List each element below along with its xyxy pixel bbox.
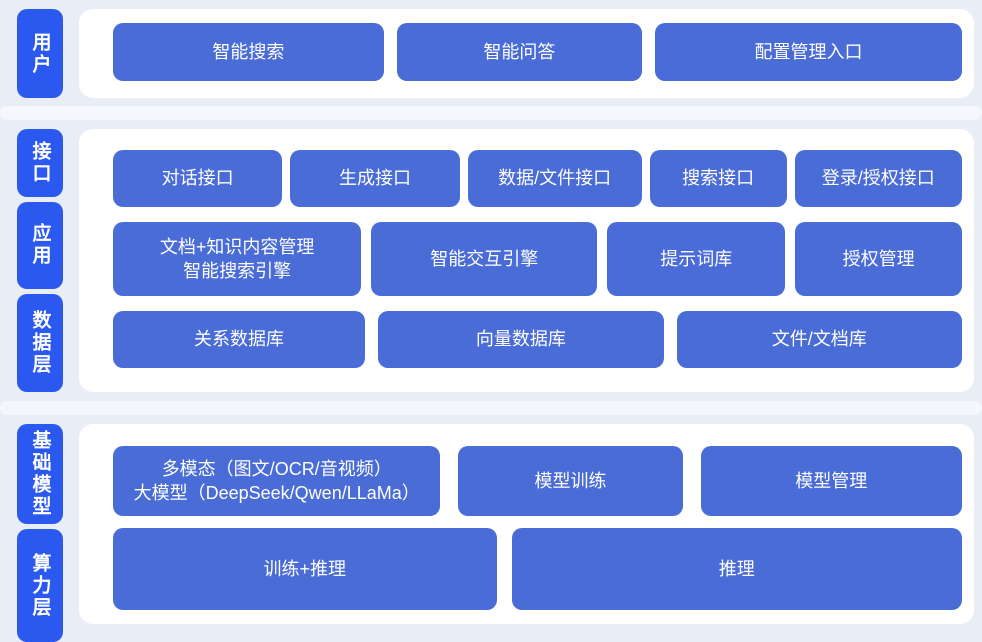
layer-label-compute: 算力层 <box>17 529 63 642</box>
box-data-file-api: 数据/文件接口 <box>467 150 642 207</box>
box-file-doc-store-label: 文件/文档库 <box>771 329 867 350</box>
box-auth-management: 授权管理 <box>795 222 962 296</box>
layer-label-interface: 接口 <box>17 129 63 197</box>
box-interaction-engine-label: 智能交互引擎 <box>430 248 539 269</box>
layer-label-foundation-model-text: 基础模型 <box>29 430 51 519</box>
box-vector-db-label: 向量数据库 <box>475 329 566 350</box>
layer-label-user: 用户 <box>17 9 63 98</box>
layer-band-bottom: 基础模型 算力层 多模态（图文/OCR/音视频） 大模型（DeepSeek/Qw… <box>0 424 982 642</box>
box-vector-db: 向量数据库 <box>378 311 664 368</box>
layer-labels-middle: 接口 应用 数据层 <box>17 129 63 392</box>
row-foundation-model: 多模态（图文/OCR/音视频） 大模型（DeepSeek/Qwen/LLaMa）… <box>113 446 962 516</box>
box-smart-qa-label: 智能问答 <box>483 41 556 62</box>
row-compute: 训练+推理 推理 <box>113 528 962 610</box>
box-config-management-entry-label: 配置管理入口 <box>754 41 863 62</box>
box-auth-management-label: 授权管理 <box>842 248 915 269</box>
row-application: 文档+知识内容管理 智能搜索引擎 智能交互引擎 提示词库 授权管理 <box>113 222 962 296</box>
box-model-management-label: 模型管理 <box>795 470 868 491</box>
box-model-training: 模型训练 <box>458 446 683 516</box>
box-search-api-label: 搜索接口 <box>682 168 755 189</box>
box-training-inference-label: 训练+推理 <box>263 558 347 579</box>
box-login-auth-api: 登录/授权接口 <box>794 150 963 207</box>
box-data-file-api-label: 数据/文件接口 <box>498 168 612 189</box>
box-smart-search-label: 智能搜索 <box>212 41 285 62</box>
box-login-auth-api-label: 登录/授权接口 <box>821 168 935 189</box>
row-user: 智能搜索 智能问答 配置管理入口 <box>113 23 962 81</box>
box-multimodal-llm-line2: 大模型（DeepSeek/Qwen/LLaMa） <box>133 483 420 503</box>
box-doc-knowledge-search-engine: 文档+知识内容管理 智能搜索引擎 <box>113 222 362 296</box>
box-relational-db-label: 关系数据库 <box>194 329 285 350</box>
panel-user: 智能搜索 智能问答 配置管理入口 <box>79 9 974 98</box>
box-search-api: 搜索接口 <box>649 150 787 207</box>
box-generation-api: 生成接口 <box>290 150 460 207</box>
layer-label-data-text: 数据层 <box>29 309 51 376</box>
box-inference: 推理 <box>511 528 962 610</box>
section-divider <box>0 106 982 120</box>
box-config-management-entry: 配置管理入口 <box>655 23 962 81</box>
layer-labels-bottom: 基础模型 算力层 <box>17 424 63 642</box>
layer-band-middle: 接口 应用 数据层 对话接口 生成接口 数据/文件接口 搜 <box>0 129 982 392</box>
box-relational-db: 关系数据库 <box>113 311 366 368</box>
layer-label-foundation-model: 基础模型 <box>17 424 63 525</box>
panel-middle: 对话接口 生成接口 数据/文件接口 搜索接口 登录/授权接口 文档+知识内容管理 <box>79 129 974 392</box>
box-training-inference: 训练+推理 <box>113 528 497 610</box>
box-doc-knowledge-line2: 智能搜索引擎 <box>183 261 292 281</box>
layer-band-user: 用户 智能搜索 智能问答 配置管理入口 <box>0 9 982 98</box>
box-interaction-engine: 智能交互引擎 <box>371 222 598 296</box>
panel-bottom: 多模态（图文/OCR/音视频） 大模型（DeepSeek/Qwen/LLaMa）… <box>79 424 974 624</box>
layer-label-application: 应用 <box>17 201 63 289</box>
box-generation-api-label: 生成接口 <box>338 168 411 189</box>
layer-label-compute-text: 算力层 <box>29 552 51 619</box>
layer-labels-user: 用户 <box>17 9 63 98</box>
row-interface: 对话接口 生成接口 数据/文件接口 搜索接口 登录/授权接口 <box>113 150 963 207</box>
box-model-training-label: 模型训练 <box>534 470 607 491</box>
row-data: 关系数据库 向量数据库 文件/文档库 <box>113 311 963 368</box>
layer-label-data: 数据层 <box>17 293 63 392</box>
box-multimodal-llm: 多模态（图文/OCR/音视频） 大模型（DeepSeek/Qwen/LLaMa） <box>113 446 441 516</box>
box-inference-label: 推理 <box>718 558 755 579</box>
section-divider <box>0 401 982 415</box>
box-dialog-api: 对话接口 <box>113 150 283 207</box>
box-smart-qa: 智能问答 <box>396 23 642 81</box>
layer-label-interface-text: 接口 <box>29 140 51 185</box>
box-model-management: 模型管理 <box>700 446 962 516</box>
layer-label-application-text: 应用 <box>29 223 51 268</box>
box-multimodal-llm-line1: 多模态（图文/OCR/音视频） <box>161 458 392 479</box>
box-doc-knowledge-line1: 文档+知识内容管理 <box>159 236 315 257</box>
box-smart-search: 智能搜索 <box>113 23 384 81</box>
box-dialog-api-label: 对话接口 <box>161 168 234 189</box>
layer-label-user-text: 用户 <box>29 31 51 76</box>
box-prompt-library-label: 提示词库 <box>660 248 733 269</box>
box-prompt-library: 提示词库 <box>607 222 786 296</box>
box-file-doc-store: 文件/文档库 <box>676 311 963 368</box>
